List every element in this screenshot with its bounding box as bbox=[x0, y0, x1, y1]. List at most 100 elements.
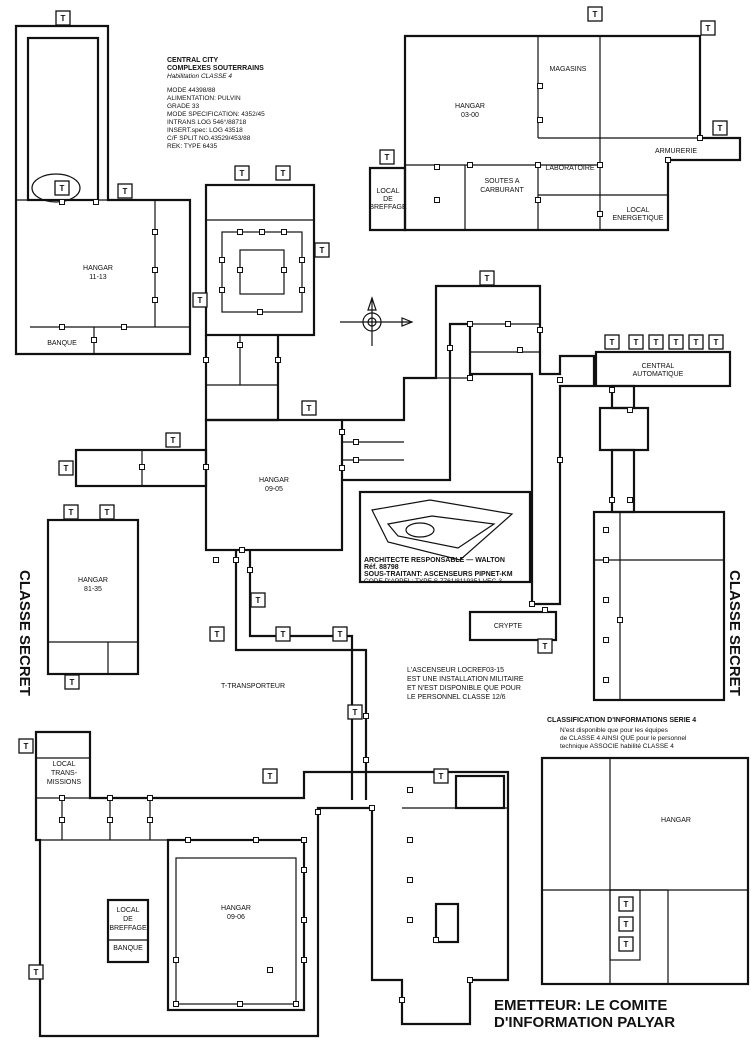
local-energetique-label: LOCAL bbox=[627, 207, 650, 214]
connector-node bbox=[315, 809, 321, 815]
terminal-box bbox=[99, 504, 115, 520]
connector-node bbox=[609, 387, 615, 393]
header-line: MODE 44398/88 bbox=[167, 87, 216, 94]
connector-node bbox=[369, 805, 375, 811]
terminal-box bbox=[587, 6, 603, 22]
hangar-03-00-number: 03-00 bbox=[461, 112, 479, 119]
banque-top-label: BANQUE bbox=[47, 340, 77, 347]
hangar-81-35-number: 81-35 bbox=[84, 586, 102, 593]
t-transporteur-label: T-TRANSPORTEUR bbox=[221, 683, 285, 690]
hangar-09-05-label: HANGAR bbox=[259, 477, 289, 484]
connector-node bbox=[152, 229, 158, 235]
terminal-label: T bbox=[123, 187, 128, 196]
terminal-box bbox=[628, 334, 644, 350]
header-line: REK: TYPE 6435 bbox=[167, 143, 217, 150]
connector-node bbox=[434, 164, 440, 170]
terminal-label: T bbox=[105, 508, 110, 517]
terminal-box bbox=[63, 504, 79, 520]
local-breffage-top-label: LOCAL bbox=[377, 188, 400, 195]
connector-node bbox=[213, 557, 219, 563]
connector-node bbox=[233, 557, 239, 563]
connector-node bbox=[107, 817, 113, 823]
classification-title: CLASSIFICATION D'INFORMATIONS SERIE 4 bbox=[547, 717, 696, 724]
terminal-box bbox=[54, 180, 70, 196]
connector-node bbox=[339, 465, 345, 471]
terminal-box bbox=[668, 334, 684, 350]
terminal-label: T bbox=[61, 14, 66, 23]
connector-node bbox=[281, 229, 287, 235]
side-label-left: CLASSE SECRET bbox=[16, 570, 33, 696]
hangar-09-06-label: HANGAR bbox=[221, 905, 251, 912]
connector-node bbox=[237, 229, 243, 235]
complex-hangar-right bbox=[540, 756, 750, 986]
connector-node bbox=[597, 162, 603, 168]
magasins-label: MAGASINS bbox=[550, 66, 587, 73]
connector-node bbox=[59, 795, 65, 801]
connector-node bbox=[517, 347, 523, 353]
connector-node bbox=[537, 327, 543, 333]
terminal-box bbox=[618, 896, 634, 912]
connector-node bbox=[627, 407, 633, 413]
architect-line-1: ARCHITECTE RESPONSABLE — WALTON bbox=[364, 557, 505, 564]
connector-node bbox=[363, 757, 369, 763]
connector-node bbox=[152, 297, 158, 303]
connector-node bbox=[173, 957, 179, 963]
connector-node bbox=[467, 977, 473, 983]
terminal-box bbox=[58, 460, 74, 476]
local-breffage-bottom-label: LOCAL bbox=[117, 907, 140, 914]
laboratoire-label: LABORATOIRE bbox=[545, 165, 594, 172]
connector-node bbox=[91, 337, 97, 343]
terminal-box bbox=[117, 183, 133, 199]
terminal-label: T bbox=[610, 338, 615, 347]
emetteur-line-1: EMETTEUR: LE COMITE bbox=[494, 997, 667, 1014]
central-automatique-label: CENTRAL bbox=[642, 363, 675, 370]
terminal-label: T bbox=[353, 708, 358, 717]
architect-line-4: CODE D'APPEL: TYPE S.7761/8119351 VEC-3 bbox=[364, 578, 502, 585]
hangar-81-35-label: HANGAR bbox=[78, 577, 108, 584]
connector-node bbox=[247, 567, 253, 573]
terminal-box bbox=[234, 165, 250, 181]
terminal-box bbox=[648, 334, 664, 350]
hangar-right-label: HANGAR bbox=[661, 817, 691, 824]
connector-node bbox=[299, 287, 305, 293]
terminal-label: T bbox=[70, 678, 75, 687]
local-breffage-top-label-2: DE bbox=[383, 196, 393, 203]
terminal-label: T bbox=[624, 920, 629, 929]
connector-node bbox=[597, 211, 603, 217]
connector-node bbox=[557, 377, 563, 383]
hangar-03-00-label: HANGAR bbox=[455, 103, 485, 110]
connector-node bbox=[537, 117, 543, 123]
ascenseur-note-1: L'ASCENSEUR LOCREF03-15 bbox=[407, 667, 504, 674]
terminal-label: T bbox=[654, 338, 659, 347]
connector-node bbox=[603, 637, 609, 643]
connector-node bbox=[535, 162, 541, 168]
connector-node bbox=[107, 795, 113, 801]
header-block: CENTRAL CITY COMPLEXES SOUTERRAINS Habil… bbox=[167, 57, 265, 150]
complex-hangar-11-13 bbox=[14, 24, 192, 356]
terminal-label: T bbox=[171, 436, 176, 445]
connector-node bbox=[301, 917, 307, 923]
connector-node bbox=[121, 324, 127, 330]
terminal-label: T bbox=[706, 24, 711, 33]
local-energetique-label-2: ENERGETIQUE bbox=[613, 215, 664, 222]
terminal-label: T bbox=[714, 338, 719, 347]
connector-node bbox=[59, 817, 65, 823]
terminal-label: T bbox=[593, 10, 598, 19]
hangar-11-13-number: 11-13 bbox=[89, 274, 106, 281]
terminal-box bbox=[379, 149, 395, 165]
crypte-label: CRYPTE bbox=[494, 623, 523, 630]
connector-node bbox=[535, 197, 541, 203]
architect-line-3: SOUS-TRAITANT: ASCENSEURS PIPNET-KM bbox=[364, 571, 513, 578]
terminal-label: T bbox=[485, 274, 490, 283]
connector-node bbox=[219, 287, 225, 293]
connector-node bbox=[339, 429, 345, 435]
connector-node bbox=[665, 157, 671, 163]
local-transmissions-label-2: TRANS- bbox=[51, 770, 78, 777]
header-line: GRADE 33 bbox=[167, 103, 200, 110]
terminal-label: T bbox=[69, 508, 74, 517]
terminal-label: T bbox=[385, 153, 390, 162]
local-breffage-bottom-label-3: BREFFAGE bbox=[109, 925, 147, 932]
connector-node bbox=[467, 162, 473, 168]
terminal-label: T bbox=[24, 742, 29, 751]
